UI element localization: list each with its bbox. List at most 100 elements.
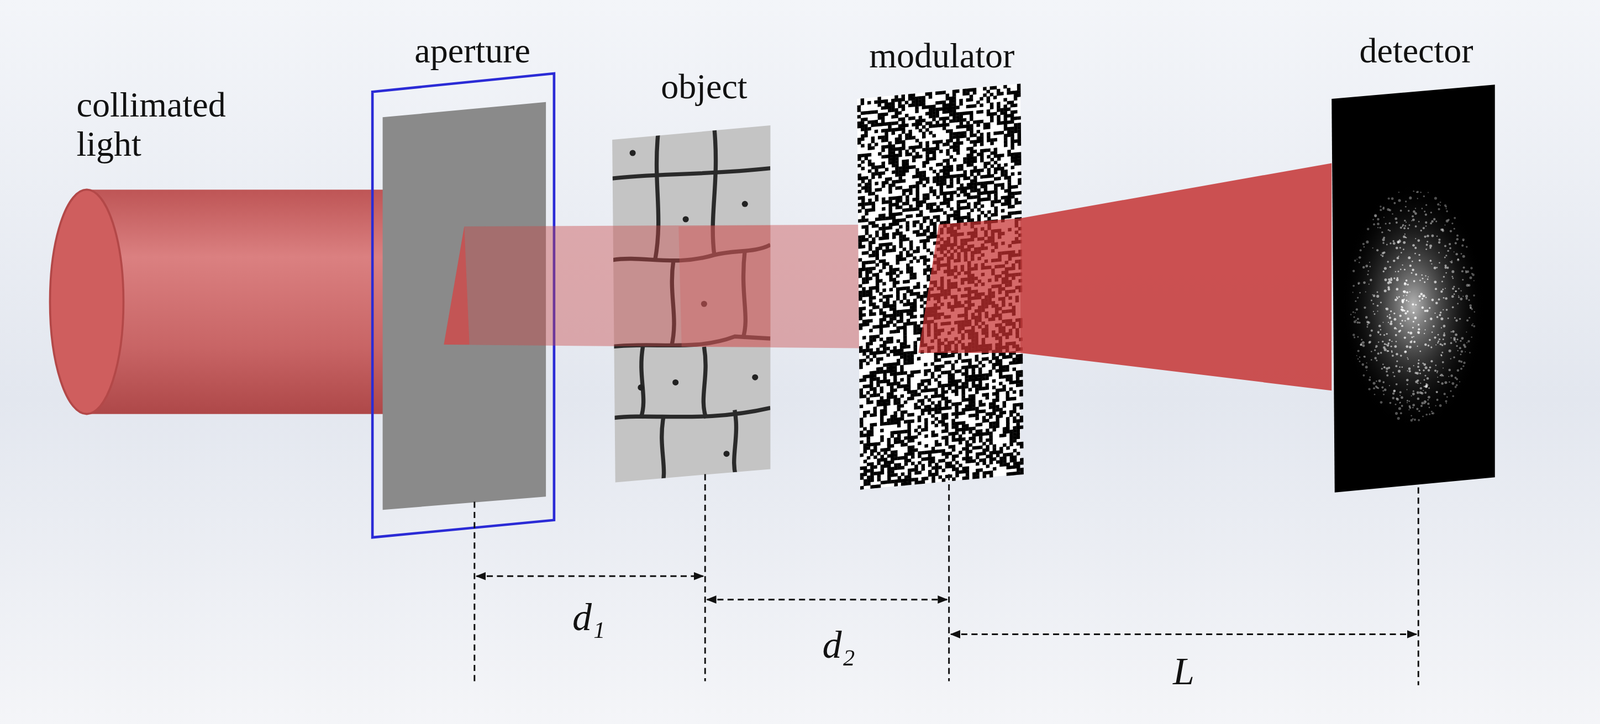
modulator-pixel [958,353,962,357]
modulator-pixel [879,311,883,316]
modulator-pixel [908,207,913,212]
modulator-pixel [996,92,1001,97]
modulator-pixel [904,113,909,118]
modulator-pixel [919,213,924,218]
modulator-pixel [879,298,883,303]
modulator-pixel [875,256,880,261]
modulator-pixel [905,169,910,173]
modulator-pixel [875,217,880,222]
modulator-pixel [874,171,879,176]
modulator-pixel [969,104,974,109]
modulator-pixel [918,96,923,100]
modulator-pixel [908,97,913,102]
modulator-pixel [1017,90,1021,94]
modulator-pixel [861,225,866,230]
modulator-pixel [896,352,901,357]
modulator-pixel [891,108,896,113]
modulator-pixel [1010,103,1015,108]
modulator-pixel [945,149,950,154]
modulator-pixel [888,271,893,276]
modulator-pixel [949,145,954,150]
modulator-pixel [906,250,910,255]
modulator-pixel [881,207,886,212]
modulator-pixel [916,233,920,238]
modulator-pixel [882,249,887,254]
modulator-pixel [996,88,1001,93]
modulator-pixel [892,300,897,305]
modulator-pixel [908,191,913,196]
modulator-pixel [865,238,870,242]
modulator-pixel [1007,107,1012,112]
modulator-pixel [891,104,896,109]
modulator-pixel [949,138,954,143]
modulator-pixel [889,320,894,325]
modulator-pixel [932,150,937,155]
modulator-pixel [980,191,985,196]
modulator-pixel [916,259,920,263]
modulator-pixel [857,104,862,109]
modulator-pixel [996,101,1001,106]
modulator-pixel [858,241,862,246]
modulator-pixel [872,338,877,342]
modulator-pixel [949,164,954,169]
modulator-pixel [1007,195,1012,199]
modulator-pixel [860,137,865,142]
modulator-pixel [1013,109,1018,114]
modulator-pixel [903,341,908,346]
modulator-pixel [908,165,913,170]
modulator-pixel [942,126,947,131]
modulator-pixel [898,231,903,236]
modulator-pixel [1003,120,1008,125]
modulator-pixel [962,111,967,116]
modulator-pixel [926,264,931,269]
modulator-pixel [973,195,978,199]
modulator-pixel [916,193,920,198]
modulator-pixel [902,188,907,193]
modulator-pixel [959,114,963,119]
modulator-pixel [952,102,957,107]
modulator-pixel [902,208,907,213]
modulator-pixel [1011,211,1015,215]
modulator-pixel [1007,133,1012,138]
modulator-pixel [1003,137,1008,141]
modulator-pixel [969,130,974,135]
modulator-pixel [1013,97,1018,102]
modulator-pixel [895,206,900,210]
modulator-pixel [919,226,924,231]
modulator-pixel [916,295,921,299]
modulator-pixel [993,209,998,214]
modulator-pixel [954,360,959,365]
modulator-pixel [901,140,906,145]
modulator-pixel [898,153,903,158]
modulator-pixel [898,146,903,151]
modulator-pixel [876,360,881,365]
modulator-pixel [868,260,873,265]
modulator-pixel [917,337,921,342]
modulator-pixel [901,130,906,135]
modulator-pixel [904,133,909,138]
modulator-pixel [906,263,910,268]
modulator-pixel [1003,172,1008,177]
modulator-pixel [946,204,951,209]
modulator-pixel [869,319,873,324]
modulator-pixel [901,120,906,125]
modulator-pixel [881,148,886,153]
modulator-pixel [898,111,903,115]
modulator-pixel [892,303,897,308]
modulator-pixel [926,258,931,263]
modulator-pixel [862,335,867,340]
modulator-pixel [916,200,920,205]
modulator-pixel [898,176,903,181]
modulator-pixel [896,290,900,295]
modulator-pixel [865,260,870,265]
modulator-pixel [858,238,862,243]
modulator-pixel [871,146,876,151]
modulator-pixel [869,351,873,356]
modulator-pixel [861,277,866,282]
modulator-pixel [936,208,941,213]
modulator-pixel [952,112,957,117]
modulator-pixel [881,184,886,189]
modulator-pixel [936,195,941,200]
modulator-pixel [1003,169,1008,174]
modulator-pixel [997,163,1002,168]
